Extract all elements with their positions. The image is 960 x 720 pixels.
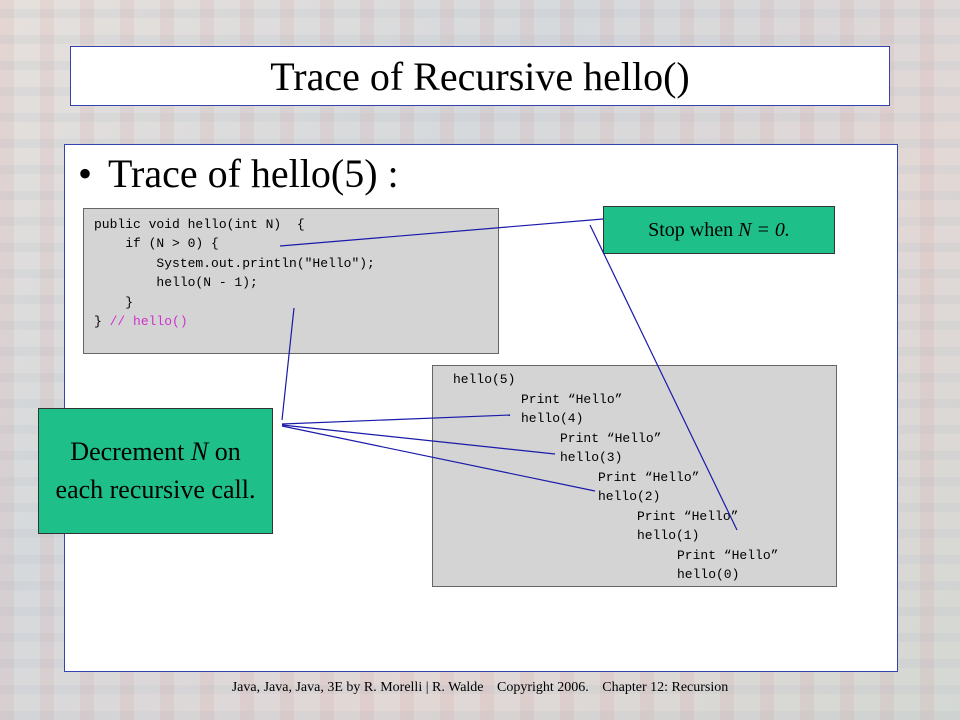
trace-line: Print “Hello” [598,469,700,485]
connector-dec-to-hello2 [281,425,596,492]
code-closing-brace: } [94,313,110,329]
stop-note-var: N [738,218,752,241]
footer-copyright: Copyright 2006. [497,680,589,695]
dec-note-var: N [190,437,209,466]
slide-title: Trace of Recursive hello() [270,53,690,99]
trace-line: hello(2) [598,489,661,504]
code-line: if (N > 0) { [94,236,219,252]
trace-line: hello(1) [637,528,700,543]
connector-dec-to-hello3 [281,424,556,455]
bullet-icon: • [78,151,93,196]
trace-line: Print “Hello” [560,430,662,446]
code-line: public void hello(int N) { [94,217,305,232]
trace-line: hello(0) [677,567,740,582]
connector-dec-to-hello4 [281,414,511,425]
stop-note-prefix: Stop when [648,218,739,241]
trace-line: Print “Hello” [677,547,779,563]
decrement-note: Decrement N on each recursive call. [38,408,273,534]
dec-note-suffix: on each recursive call. [55,437,256,504]
dec-note-text: Decrement N on each recursive call. [47,433,264,509]
stop-note-suffix: = 0. [751,218,790,241]
stop-note-text: Stop when N = 0. [648,219,790,242]
bullet-text: Trace of hello(5) : [108,151,399,196]
trace-line: hello(4) [521,411,584,426]
bullet-point: • Trace of hello(5) : [78,150,399,197]
code-line: } [94,294,134,310]
stop-condition-note: Stop when N = 0. [603,206,835,254]
connector-stop-to-if [279,218,604,247]
connector-dec-to-code [281,307,295,421]
code-comment: // hello() [109,313,188,329]
trace-line: hello(5) [453,372,516,387]
slide-footer: Java, Java, Java, 3E by R. Morelli | R. … [0,680,960,696]
footer-book: Java, Java, Java, 3E by R. Morelli | R. … [231,680,484,695]
code-line: System.out.println("Hello"); [94,255,375,271]
title-box: Trace of Recursive hello() [70,46,890,106]
connector-stop-to-hello0 [589,224,738,531]
trace-block: hello(5) Print “Hello” hello(4) Print “H… [432,365,837,587]
trace-line: Print “Hello” [637,508,739,524]
trace-line: Print “Hello” [521,391,623,407]
footer-chapter: Chapter 12: Recursion [602,680,729,695]
code-line-last: } // hello() [94,312,498,331]
code-line: hello(N - 1); [94,275,258,291]
code-block: public void hello(int N) { if (N > 0) { … [83,208,499,354]
trace-line: hello(3) [560,450,623,465]
dec-note-prefix: Decrement [70,437,191,466]
